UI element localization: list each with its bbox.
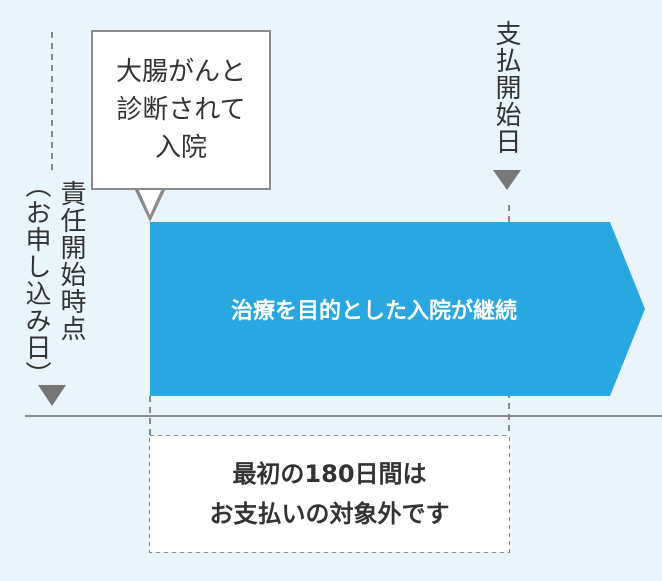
callout-tail-fill	[137, 186, 163, 215]
callout-line-1: 大腸がんと	[115, 57, 246, 87]
callout-line-3: 入院	[154, 133, 207, 163]
payment-start-marker	[493, 170, 521, 190]
callout-diagnosis: 大腸がんと 診断されて 入院	[91, 30, 271, 190]
application-date-label: （お申し込み日）	[21, 172, 51, 388]
excluded-line-1: 最初の180日間は	[232, 460, 427, 488]
treatment-arrow-label: 治療を目的とした入院が継続	[230, 299, 517, 324]
excluded-line-2: お支払いの対象外です	[209, 500, 450, 528]
responsibility-start-marker	[38, 385, 66, 406]
treatment-arrow	[150, 222, 645, 396]
excluded-period-text: 最初の180日間は お支払いの対象外です	[150, 436, 509, 552]
responsibility-start-label: 責任開始時点	[56, 180, 86, 342]
payment-start-label: 支払開始日	[491, 20, 521, 155]
callout-line-2: 診断されて	[116, 95, 246, 125]
